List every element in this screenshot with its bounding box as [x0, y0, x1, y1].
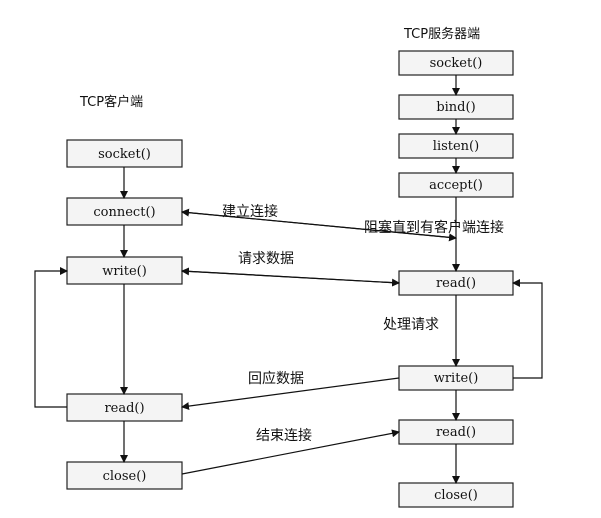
client-close-node: close() [66, 461, 183, 490]
client-write-label: write() [102, 264, 147, 279]
server-socket-label: socket() [430, 56, 483, 71]
label-block: 阻塞直到有客户端连接 [364, 219, 504, 236]
client-connect-label: connect() [93, 205, 155, 220]
client-close-label: close() [103, 469, 147, 484]
server-write-node: write() [398, 365, 514, 391]
server-read2-node: read() [398, 419, 514, 445]
label-end: 结束连接 [256, 427, 312, 444]
label-process: 处理请求 [383, 317, 439, 333]
server-socket-node: socket() [398, 50, 514, 76]
server-bind-label: bind() [436, 100, 475, 115]
label-request: 请求数据 [238, 251, 294, 267]
client-read-node: read() [66, 393, 183, 422]
client-write-node: write() [66, 256, 183, 285]
server-close-label: close() [434, 488, 478, 503]
reply-arrow [181, 377, 400, 411]
server-listen-node: listen() [398, 133, 514, 159]
server-read-label: read() [436, 276, 476, 291]
label-connect: 建立连接 [222, 203, 278, 220]
server-title: TCP服务器端 [403, 26, 480, 42]
client-read-label: read() [104, 401, 144, 416]
client-loop-arrow [34, 267, 68, 408]
server-bind-node: bind() [398, 94, 514, 120]
server-accept-node: accept() [398, 172, 514, 198]
server-close-node: close() [398, 482, 514, 508]
end-connection-arrow [181, 429, 400, 475]
label-reply: 回应数据 [248, 370, 304, 387]
client-socket-node: socket() [66, 139, 183, 168]
client-connect-node: connect() [66, 197, 183, 226]
server-write-label: write() [434, 371, 479, 386]
client-title: TCP客户端 [79, 94, 143, 110]
server-accept-label: accept() [429, 178, 483, 193]
server-listen-label: listen() [433, 139, 479, 154]
request-arrow-to-client [181, 267, 400, 284]
server-read-node: read() [398, 270, 514, 296]
server-loop-arrow [512, 279, 543, 379]
client-socket-label: socket() [98, 147, 151, 162]
server-read2-label: read() [436, 425, 476, 440]
connect-arrow-to-client [181, 208, 457, 239]
